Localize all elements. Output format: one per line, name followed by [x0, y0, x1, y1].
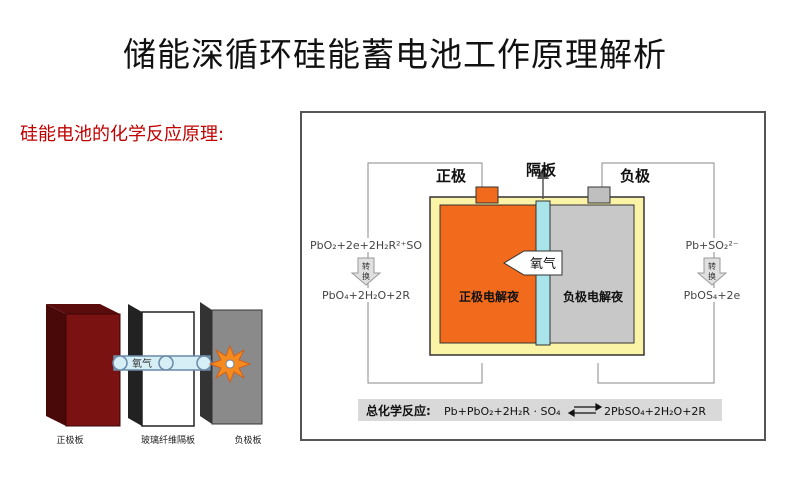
- positive-plate-label: 正极板: [56, 434, 83, 446]
- negative-terminal-label: 负极: [620, 167, 651, 185]
- right-convert-arrow-icon: [696, 257, 728, 286]
- left-convert-arrow-icon: [350, 257, 382, 286]
- positive-electrolyte-label: 正极电解夜: [459, 289, 520, 304]
- oxygen-channel: [112, 355, 212, 371]
- negative-electrolyte-label: 负极电解夜: [563, 289, 624, 304]
- total-reaction-label: 总化学反应:: [366, 403, 431, 418]
- right-reaction-top: Pb+SO₂²⁻: [685, 239, 738, 252]
- total-reaction-bar: [358, 399, 722, 421]
- section-subtitle: 硅能电池的化学反应原理:: [20, 124, 225, 145]
- left-reaction-top: PbO₂+2e+2H₂R²⁺SO: [310, 239, 422, 252]
- oxygen-arrow-icon: [503, 250, 563, 276]
- left-convert-char-1: 转: [362, 261, 370, 271]
- positive-plate: [46, 304, 121, 427]
- equilibrium-arrows-icon: [567, 402, 603, 418]
- negative-plate-label: 负极板: [234, 434, 261, 446]
- positive-terminal: [475, 186, 499, 204]
- oxygen-arrow-label: 氧气: [530, 256, 556, 272]
- left-convert-char-2: 换: [362, 271, 370, 281]
- negative-terminal: [587, 186, 611, 204]
- right-reaction-bottom: PbOS₄+2e: [684, 289, 741, 302]
- separator-label: 玻璃纤维隔板: [141, 434, 195, 446]
- positive-terminal-label: 正极: [436, 167, 467, 185]
- left-reaction-bottom: PbO₄+2H₂O+2R: [322, 289, 410, 302]
- plate-figure: 氧气 正极板 玻璃纤维隔板 负极板: [46, 302, 263, 446]
- battery-diagram-frame: 正极 隔板 负极 氧气 正极电解夜 负极电解夜 PbO₂+2e+2H₂R²⁺SO…: [300, 111, 766, 441]
- right-convert-char-2: 换: [708, 271, 716, 281]
- oxygen-label: 氧气: [132, 357, 152, 370]
- total-reaction-left: Pb+PbO₂+2H₂R · SO₄: [444, 405, 561, 418]
- battery-diagram: 正极 隔板 负极 氧气 正极电解夜 负极电解夜 PbO₂+2e+2H₂R²⁺SO…: [310, 161, 752, 421]
- separator-top-label: 隔板: [526, 161, 557, 179]
- page-title: 储能深循环硅能蓄电池工作原理解析: [123, 35, 667, 74]
- right-convert-char-1: 转: [708, 261, 716, 271]
- total-reaction-right: 2PbSO₄+2H₂O+2R: [604, 405, 706, 418]
